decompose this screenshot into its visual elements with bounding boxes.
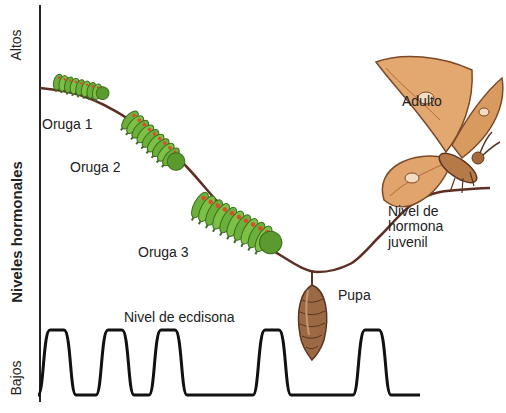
moth-eyespot bbox=[405, 173, 419, 183]
caterpillar-spot bbox=[74, 80, 77, 83]
caterpillar-spot bbox=[201, 195, 207, 201]
axis-label: Altos bbox=[9, 29, 24, 60]
moth-wing bbox=[376, 56, 472, 152]
moth-antenna bbox=[480, 132, 500, 155]
caterpillar-spot bbox=[162, 141, 167, 146]
y-axis bbox=[39, 5, 41, 402]
caterpillar-spot bbox=[243, 218, 249, 224]
moth-wing-line bbox=[390, 164, 444, 196]
pupa-drawing bbox=[299, 272, 327, 360]
moth-head bbox=[472, 152, 484, 164]
caterpillar bbox=[51, 73, 110, 104]
caterpillar bbox=[186, 190, 287, 263]
caterpillars bbox=[51, 73, 287, 263]
stage-label: Pupa bbox=[338, 288, 371, 303]
caterpillar-spot bbox=[236, 214, 242, 220]
moth-wing bbox=[382, 156, 450, 207]
stage-label: Oruga 3 bbox=[138, 245, 189, 260]
caterpillar-head bbox=[164, 149, 189, 174]
caterpillar-spot bbox=[250, 221, 256, 227]
stage-label: Oruga 2 bbox=[70, 160, 121, 175]
caterpillar-spot bbox=[222, 206, 228, 212]
ecdysone-line bbox=[38, 330, 420, 395]
caterpillar-spot bbox=[69, 79, 72, 82]
curve-label: Nivel de ecdisona bbox=[124, 310, 235, 325]
ecdysone-curve bbox=[38, 330, 420, 395]
moth-leg bbox=[450, 172, 474, 193]
pupa-highlight bbox=[306, 290, 309, 335]
curve-label: Nivel de hormona juvenil bbox=[388, 204, 466, 250]
caterpillar-spot bbox=[63, 78, 66, 81]
caterpillar-spot bbox=[91, 85, 94, 88]
stage-label: Oruga 1 bbox=[42, 117, 93, 132]
caterpillar-spot bbox=[142, 122, 147, 127]
caterpillar-spot bbox=[80, 82, 83, 85]
caterpillar-spot bbox=[137, 118, 142, 123]
caterpillar-spot bbox=[208, 199, 214, 205]
caterpillar-spot bbox=[152, 131, 157, 136]
caterpillar-spot bbox=[229, 210, 235, 216]
caterpillar-spot bbox=[167, 145, 172, 150]
axis-label: Bajos bbox=[9, 360, 24, 395]
caterpillar-spot bbox=[215, 203, 221, 209]
caterpillar-spot bbox=[58, 76, 61, 79]
caterpillar-spot bbox=[257, 225, 263, 231]
caterpillar-head bbox=[255, 227, 285, 257]
caterpillar-spot bbox=[147, 127, 152, 132]
caterpillar bbox=[117, 108, 190, 177]
moth-eyespot bbox=[479, 108, 489, 116]
caterpillar-spot bbox=[157, 136, 162, 141]
caterpillar-head bbox=[95, 85, 111, 101]
caterpillar-spot bbox=[132, 113, 137, 118]
moth-drawing bbox=[376, 56, 503, 206]
caterpillar-spot bbox=[85, 83, 88, 86]
axis-title: Niveles hormonales bbox=[9, 161, 26, 303]
pupa-segments bbox=[300, 299, 325, 349]
stage-label: Adulto bbox=[402, 94, 442, 109]
pupa-body bbox=[299, 285, 327, 360]
